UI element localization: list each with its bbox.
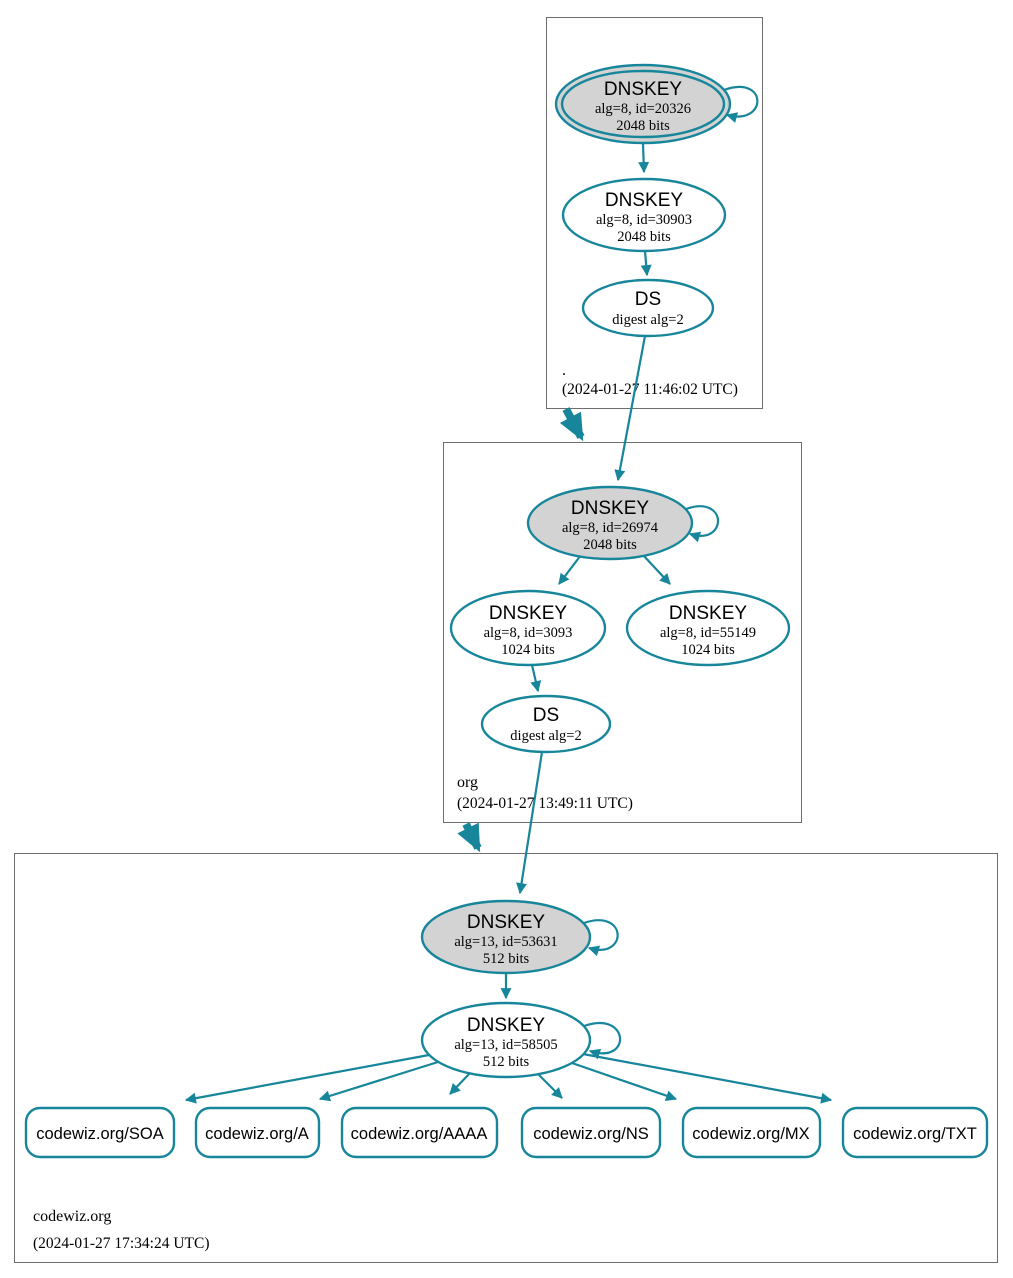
edge-org-zsk1-to-ds	[530, 664, 542, 693]
org-zsk2-ellipse	[625, 589, 791, 667]
codewiz-zsk-ellipse	[420, 1001, 592, 1079]
org-zsk1-ellipse	[449, 589, 607, 667]
edge-org-ksk-selfloop	[685, 505, 720, 543]
org-ds-detail1: digest alg=2	[510, 728, 581, 744]
root-ksk-title: DNSKEY	[604, 79, 682, 100]
node-rrset-mx[interactable]: codewiz.org/MX	[681, 1106, 822, 1159]
node-root-ksk[interactable]: DNSKEY alg=8, id=20326 2048 bits	[554, 63, 732, 145]
rrset-ns-box	[520, 1106, 662, 1159]
edge-delegation-root-to-org	[559, 407, 585, 442]
edge-codewiz-zsk-to-a	[318, 1060, 439, 1102]
root-ds-ellipse	[581, 278, 715, 338]
org-ds-ellipse	[480, 694, 612, 754]
org-zsk1-detail1: alg=8, id=3093	[484, 625, 573, 641]
codewiz-ksk-title: DNSKEY	[467, 912, 545, 933]
root-ds-title: DS	[635, 289, 661, 310]
root-ksk-detail2: 2048 bits	[616, 118, 670, 134]
zone-box-org: org (2024-01-27 13:49:11 UTC)	[443, 442, 802, 823]
org-zsk2-title: DNSKEY	[669, 603, 747, 624]
org-ds-title: DS	[533, 705, 559, 726]
edge-codewiz-zsk-to-aaaa	[449, 1072, 471, 1095]
node-rrset-soa[interactable]: codewiz.org/SOA	[24, 1106, 176, 1159]
codewiz-zsk-detail2: 512 bits	[483, 1054, 530, 1070]
zone-label-org: org	[457, 774, 478, 791]
edge-org-ksk-to-zsk2	[642, 554, 671, 585]
edge-codewiz-zsk-to-soa	[184, 1053, 430, 1104]
rrset-txt-box	[841, 1106, 989, 1159]
root-ksk-ellipse-inner	[560, 69, 726, 139]
node-codewiz-zsk[interactable]: DNSKEY alg=13, id=58505 512 bits	[420, 1001, 592, 1079]
node-org-zsk2[interactable]: DNSKEY alg=8, id=55149 1024 bits	[625, 589, 791, 667]
zone-timestamp-root: (2024-01-27 11:46:02 UTC)	[562, 381, 738, 398]
node-rrset-ns[interactable]: codewiz.org/NS	[520, 1106, 662, 1159]
rrset-a-label: codewiz.org/A	[205, 1125, 309, 1143]
org-ksk-detail2: 2048 bits	[583, 537, 637, 553]
zone-border-root	[546, 17, 763, 409]
codewiz-zsk-title: DNSKEY	[467, 1015, 545, 1036]
rrset-mx-box	[681, 1106, 822, 1159]
edge-org-ds-to-codewiz-ksk	[516, 751, 544, 895]
root-ksk-detail1: alg=8, id=20326	[595, 101, 691, 117]
rrset-aaaa-box	[340, 1106, 499, 1159]
org-zsk2-detail2: 1024 bits	[681, 642, 735, 658]
zone-timestamp-org: (2024-01-27 13:49:11 UTC)	[457, 795, 633, 812]
node-org-ksk[interactable]: DNSKEY alg=8, id=26974 2048 bits	[526, 485, 694, 561]
zone-box-root: . (2024-01-27 11:46:02 UTC)	[546, 17, 763, 409]
rrset-soa-box	[24, 1106, 176, 1159]
zone-label-codewiz: codewiz.org	[33, 1208, 111, 1225]
edge-delegation-org-to-codewiz	[457, 822, 482, 853]
org-zsk1-title: DNSKEY	[489, 603, 567, 624]
rrset-mx-label: codewiz.org/MX	[692, 1125, 809, 1143]
root-ksk-ellipse-outer	[554, 63, 732, 145]
org-zsk1-detail2: 1024 bits	[501, 642, 555, 658]
org-ksk-detail1: alg=8, id=26974	[562, 520, 659, 536]
edge-root-ksk-to-zsk	[638, 143, 650, 174]
root-zsk-detail1: alg=8, id=30903	[596, 212, 692, 228]
root-zsk-title: DNSKEY	[605, 190, 683, 211]
codewiz-ksk-detail1: alg=13, id=53631	[454, 934, 557, 950]
edge-root-zsk-to-ds	[640, 250, 652, 277]
edge-codewiz-zsk-to-ns	[537, 1073, 563, 1099]
edge-org-ksk-to-zsk1	[558, 554, 582, 585]
zone-timestamp-codewiz: (2024-01-27 17:34:24 UTC)	[33, 1235, 210, 1252]
codewiz-zsk-detail1: alg=13, id=58505	[454, 1037, 557, 1053]
edge-codewiz-zsk-to-mx	[571, 1061, 678, 1101]
edges	[184, 85, 833, 1104]
rrset-a-box	[194, 1106, 321, 1159]
root-zsk-detail2: 2048 bits	[617, 229, 671, 245]
rrset-soa-label: codewiz.org/SOA	[36, 1125, 163, 1143]
edge-root-ds-to-org-ksk	[614, 335, 647, 482]
node-root-zsk[interactable]: DNSKEY alg=8, id=30903 2048 bits	[561, 177, 727, 253]
org-ksk-ellipse	[526, 485, 694, 561]
org-ksk-title: DNSKEY	[571, 498, 649, 519]
edge-root-ksk-selfloop	[723, 85, 759, 123]
org-zsk2-detail1: alg=8, id=55149	[660, 625, 756, 641]
zone-border-codewiz	[14, 853, 998, 1263]
node-rrset-txt[interactable]: codewiz.org/TXT	[841, 1106, 989, 1159]
zone-border-org	[443, 442, 802, 823]
codewiz-ksk-detail2: 512 bits	[483, 951, 530, 967]
node-root-ds[interactable]: DS digest alg=2	[581, 278, 715, 338]
rrset-ns-label: codewiz.org/NS	[533, 1125, 649, 1143]
root-zsk-ellipse	[561, 177, 727, 253]
rrset-aaaa-label: codewiz.org/AAAA	[351, 1125, 488, 1143]
node-org-ds[interactable]: DS digest alg=2	[480, 694, 612, 754]
root-ds-detail1: digest alg=2	[612, 312, 683, 328]
rrset-txt-label: codewiz.org/TXT	[853, 1125, 977, 1143]
edge-codewiz-zsk-to-txt	[582, 1052, 833, 1104]
codewiz-ksk-ellipse	[420, 899, 592, 975]
node-rrset-a[interactable]: codewiz.org/A	[194, 1106, 321, 1159]
node-codewiz-ksk[interactable]: DNSKEY alg=13, id=53631 512 bits	[420, 899, 592, 975]
zone-box-codewiz: codewiz.org (2024-01-27 17:34:24 UTC)	[14, 853, 998, 1263]
node-org-zsk1[interactable]: DNSKEY alg=8, id=3093 1024 bits	[449, 589, 607, 667]
node-rrset-aaaa[interactable]: codewiz.org/AAAA	[340, 1106, 499, 1159]
edge-codewiz-ksk-selfloop	[583, 919, 619, 957]
edge-codewiz-zsk-selfloop	[583, 1022, 622, 1060]
zone-label-root: .	[562, 362, 566, 379]
